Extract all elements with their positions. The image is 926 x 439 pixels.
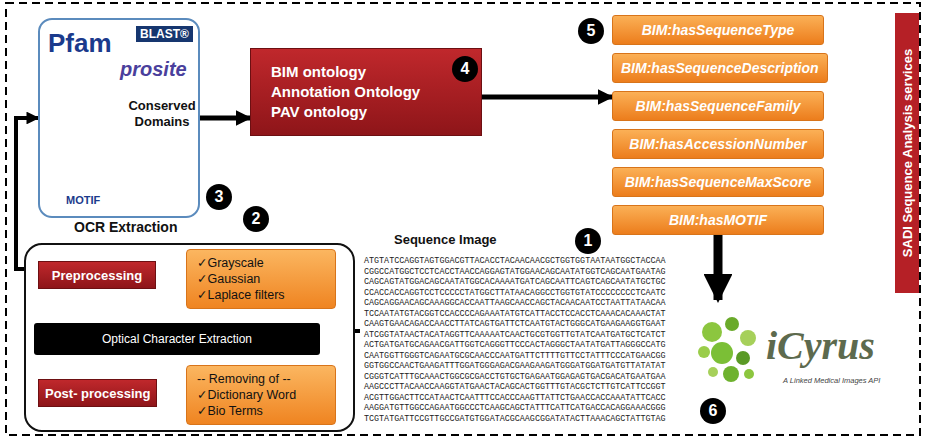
node-line: PAV ontology (271, 102, 367, 122)
callout-number: 3 (206, 184, 232, 210)
property-box: BIM:hasSequenceFamily (612, 91, 824, 121)
callout-number: 1 (575, 228, 601, 254)
icyrus-logo (698, 317, 756, 382)
removal-list: -- Removing of --✓Dictionary Word✓Bio Te… (186, 365, 336, 425)
callout-number: 5 (578, 18, 604, 44)
callout-number: 4 (452, 56, 478, 82)
node-label: BIM:hasSequenceDescription (613, 60, 827, 76)
node-line: ✓Laplace filters (197, 287, 285, 303)
sequence-image: Sequence ImageATGTATCCAGGTAGTGGACGTTACAC… (360, 232, 674, 430)
node-label: BIM ontology (271, 62, 366, 82)
flow-arrow (482, 95, 612, 100)
filter-list: ✓Grayscale✓Gaussian✓Laplace filters (186, 249, 336, 309)
node-line: Annotation Ontology (271, 82, 420, 102)
node-text: OCR Extraction (74, 219, 177, 235)
node-text: Conserved Domains (126, 98, 198, 129)
node-label: -- Removing of -- (197, 371, 291, 387)
callout-number: 2 (243, 206, 269, 232)
node-label: BIM:hasSequenceMaxScore (617, 174, 820, 190)
node-line: ✓Dictionary Word (197, 387, 296, 403)
dashed-frame (6, 3, 920, 435)
step-box: Preprocessing (38, 261, 156, 289)
callout-number: 6 (700, 398, 726, 424)
node-label: BIM:hasAccessionNumber (621, 136, 814, 152)
property-box: BIM:hasMOTIF (612, 205, 824, 235)
node-text: Sequence Image (394, 232, 497, 247)
property-box: BIM:hasSequenceMaxScore (612, 167, 824, 197)
node-text: BLAST® (136, 26, 193, 42)
node-text: iCyrus (766, 322, 875, 369)
service-band: SADI Sequence Analysis services (895, 13, 919, 293)
flow-arrow (200, 116, 250, 121)
node-label: BIM:hasSequenceFamily (628, 98, 809, 114)
flow-arrow (714, 235, 723, 300)
node-text: Pfam (48, 28, 112, 59)
node-label: ✓Grayscale (197, 255, 264, 271)
property-box: BIM:hasSequenceType (612, 15, 824, 45)
node-label: Optical Character Extraction (94, 332, 260, 346)
node-line: ✓Bio Terms (197, 403, 263, 419)
node-text: A Linked Medical Images API (783, 376, 880, 385)
step-box: Post- processing (38, 379, 157, 407)
node-label: BIM:hasSequenceType (634, 22, 803, 38)
node-label: Preprocessing (46, 268, 148, 283)
ocr-panel: OCR ExtractionPreprocessing✓Grayscale✓Ga… (24, 243, 355, 432)
node-text: prosite (120, 58, 187, 81)
node-label: BIM:hasMOTIF (661, 212, 775, 228)
tool-logos-box: Pfam BLAST® prositeConserved DomainsMOTIF (38, 18, 200, 218)
property-box: BIM:hasAccessionNumber (612, 129, 824, 159)
property-box: BIM:hasSequenceDescription (612, 53, 828, 83)
node-label: Post- processing (39, 386, 156, 401)
node-text: MOTIF (66, 194, 100, 206)
node-text: SADI Sequence Analysis services (900, 49, 915, 257)
node-line: ✓Gaussian (197, 271, 260, 287)
ontology-box: BIM ontologyAnnotation OntologyPAV ontol… (250, 48, 482, 136)
extraction-box: Optical Character Extraction (34, 323, 320, 355)
node-text: ATGTATCCAGGTAGTGGACGTTACACCTACAACAACGCTG… (364, 256, 673, 424)
